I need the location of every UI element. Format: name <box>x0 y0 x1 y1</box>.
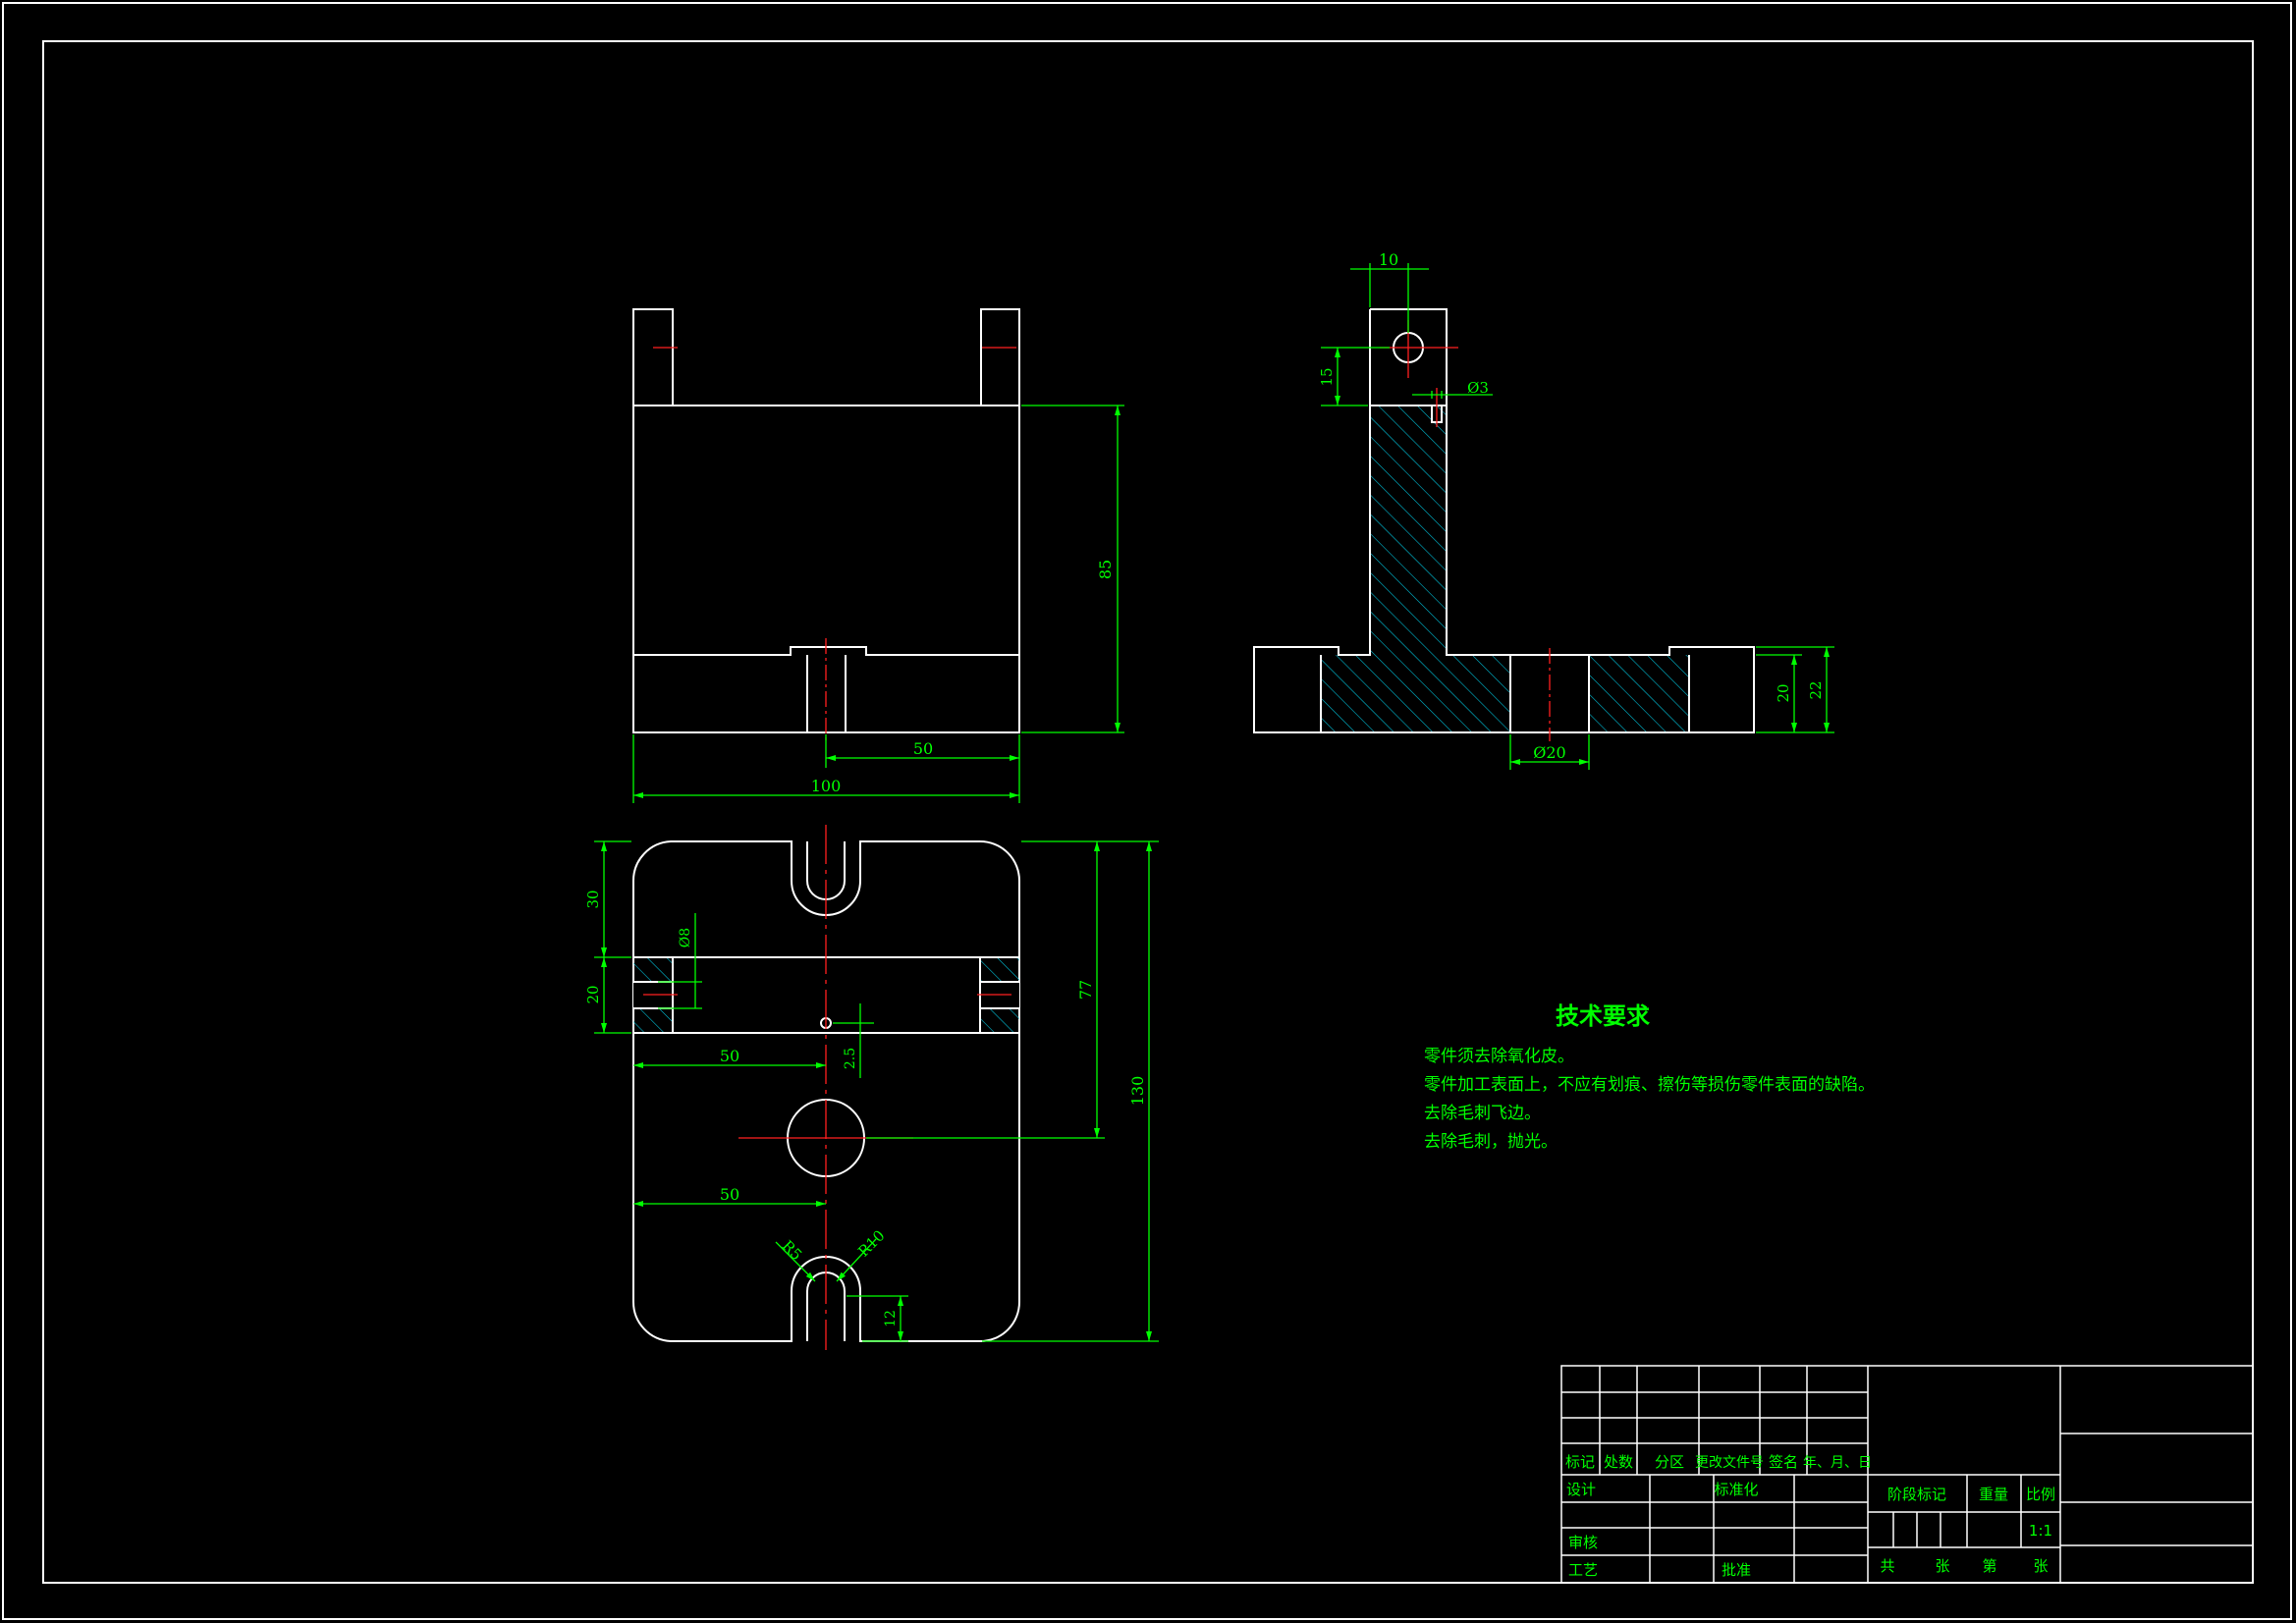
top-dim-phi8: Ø8 <box>678 928 693 947</box>
top-view: 30 20 Ø8 50 2.5 77 130 50 R5 R10 <box>584 825 1159 1350</box>
front-dim-85: 85 <box>1096 560 1115 579</box>
top-dim-r5: R5 <box>779 1237 805 1264</box>
tb-process: 工艺 <box>1568 1561 1598 1579</box>
tech-requirements: 技术要求 零件须去除氧化皮。 零件加工表面上，不应有划痕、擦伤等损伤零件表面的缺… <box>1424 1002 1875 1152</box>
tb-standardization: 标准化 <box>1714 1481 1758 1498</box>
tb-sheet-no-suffix: 张 <box>2033 1557 2048 1575</box>
tb-review: 审核 <box>1568 1534 1598 1551</box>
side-dim-20: 20 <box>1775 683 1792 702</box>
side-dim-10: 10 <box>1379 250 1398 269</box>
tb-header: 更改文件号 <box>1695 1455 1764 1471</box>
tb-sheet-no-prefix: 第 <box>1982 1557 1996 1575</box>
top-dim-20: 20 <box>584 985 602 1003</box>
tb-header: 处数 <box>1604 1453 1633 1471</box>
tech-requirement-item: 零件须去除氧化皮。 <box>1424 1047 1574 1066</box>
top-dim-77: 77 <box>1076 980 1095 1000</box>
top-dim-30: 30 <box>584 890 602 908</box>
tb-weight: 重量 <box>1979 1486 2008 1503</box>
tb-sheet-total-suffix: 张 <box>1935 1557 1949 1575</box>
front-dim-100: 100 <box>811 777 842 795</box>
side-dim-phi20: Ø20 <box>1533 743 1565 762</box>
inner-frame <box>42 40 2254 1584</box>
top-dim-50-upper: 50 <box>720 1047 739 1065</box>
tb-header: 分区 <box>1655 1453 1684 1471</box>
front-dim-50: 50 <box>913 739 933 758</box>
tb-stage-mark: 阶段标记 <box>1887 1486 1946 1503</box>
side-view: 10 15 Ø3 Ø20 20 22 <box>1253 250 1834 770</box>
tb-sheet-total-prefix: 共 <box>1880 1557 1894 1575</box>
tech-requirement-item: 去除毛刺飞边。 <box>1424 1104 1541 1123</box>
side-dim-phi3: Ø3 <box>1467 379 1489 397</box>
side-dim-22: 22 <box>1807 680 1825 699</box>
front-view: 85 50 100 <box>632 308 1124 803</box>
tb-design: 设计 <box>1566 1481 1596 1498</box>
tech-requirements-title: 技术要求 <box>1556 1002 1650 1030</box>
tb-scale-label: 比例 <box>2026 1486 2055 1503</box>
top-dim-130: 130 <box>1128 1076 1147 1107</box>
title-block: 标记 处数 分区 更改文件号 签名 年、月、日 设计 标准化 审核 工艺 批准 … <box>1560 1365 2254 1584</box>
top-dim-50-lower: 50 <box>720 1185 739 1204</box>
side-dim-15: 15 <box>1318 367 1336 386</box>
top-dim-r10: R10 <box>854 1226 888 1260</box>
tech-requirement-item: 去除毛刺，抛光。 <box>1424 1132 1558 1152</box>
tb-scale-value: 1:1 <box>2029 1522 2052 1540</box>
top-dim-12: 12 <box>883 1310 899 1327</box>
tb-approve: 批准 <box>1722 1561 1751 1579</box>
top-dim-2-5: 2.5 <box>843 1048 858 1069</box>
tb-header: 标记 <box>1565 1453 1595 1471</box>
tb-header: 签名 <box>1769 1453 1798 1471</box>
tb-header: 年、月、日 <box>1803 1455 1872 1471</box>
tech-requirement-item: 零件加工表面上，不应有划痕、擦伤等损伤零件表面的缺陷。 <box>1424 1075 1875 1095</box>
